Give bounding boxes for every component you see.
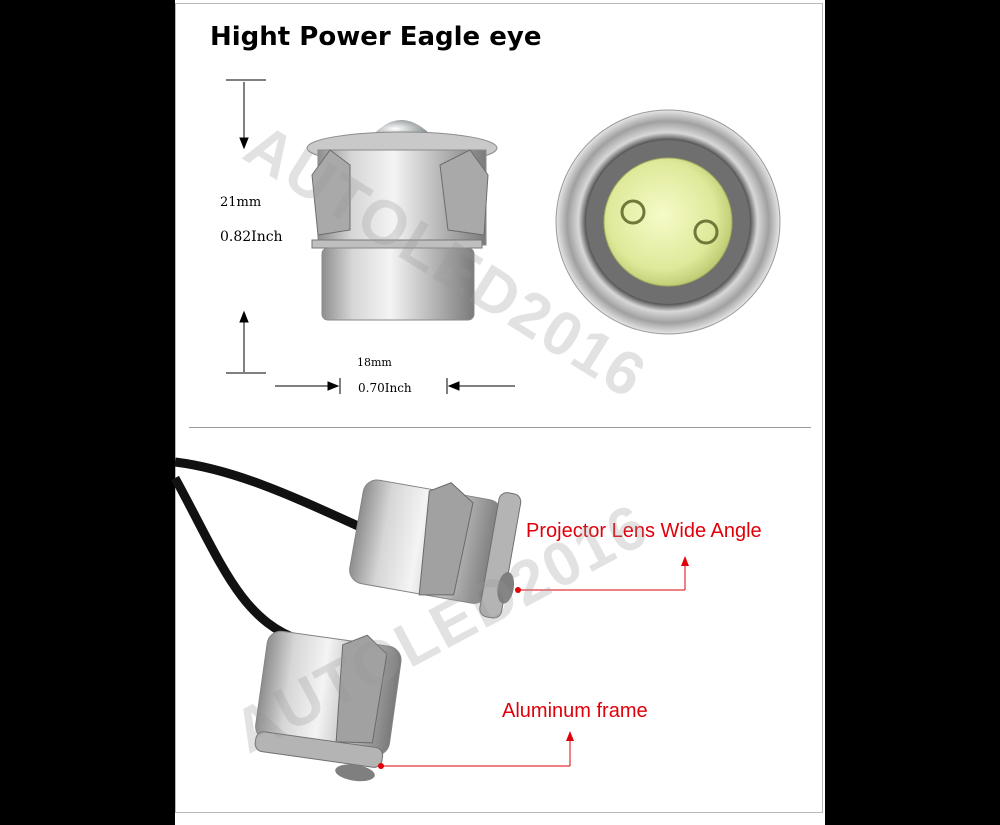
panel-frame [175,3,823,813]
page-title: Hight Power Eagle eye [210,22,542,52]
width-dimension [275,378,515,394]
height-mm-label: 21mm [220,195,262,210]
width-inch-label: 0.70Inch [358,381,412,395]
height-inch-label: 0.82Inch [220,229,283,245]
height-dimension [226,79,266,374]
callout-frame-line [378,731,574,769]
callout-lens-line [515,556,689,593]
section-divider [189,427,811,428]
lamp-front-view [555,109,781,335]
callout-lens-label: Projector Lens Wide Angle [526,520,762,542]
width-mm-label: 18mm [357,356,392,369]
lamp-side-view [306,120,498,321]
lamps-with-cables [171,457,522,782]
callout-frame-label: Aluminum frame [502,700,648,722]
